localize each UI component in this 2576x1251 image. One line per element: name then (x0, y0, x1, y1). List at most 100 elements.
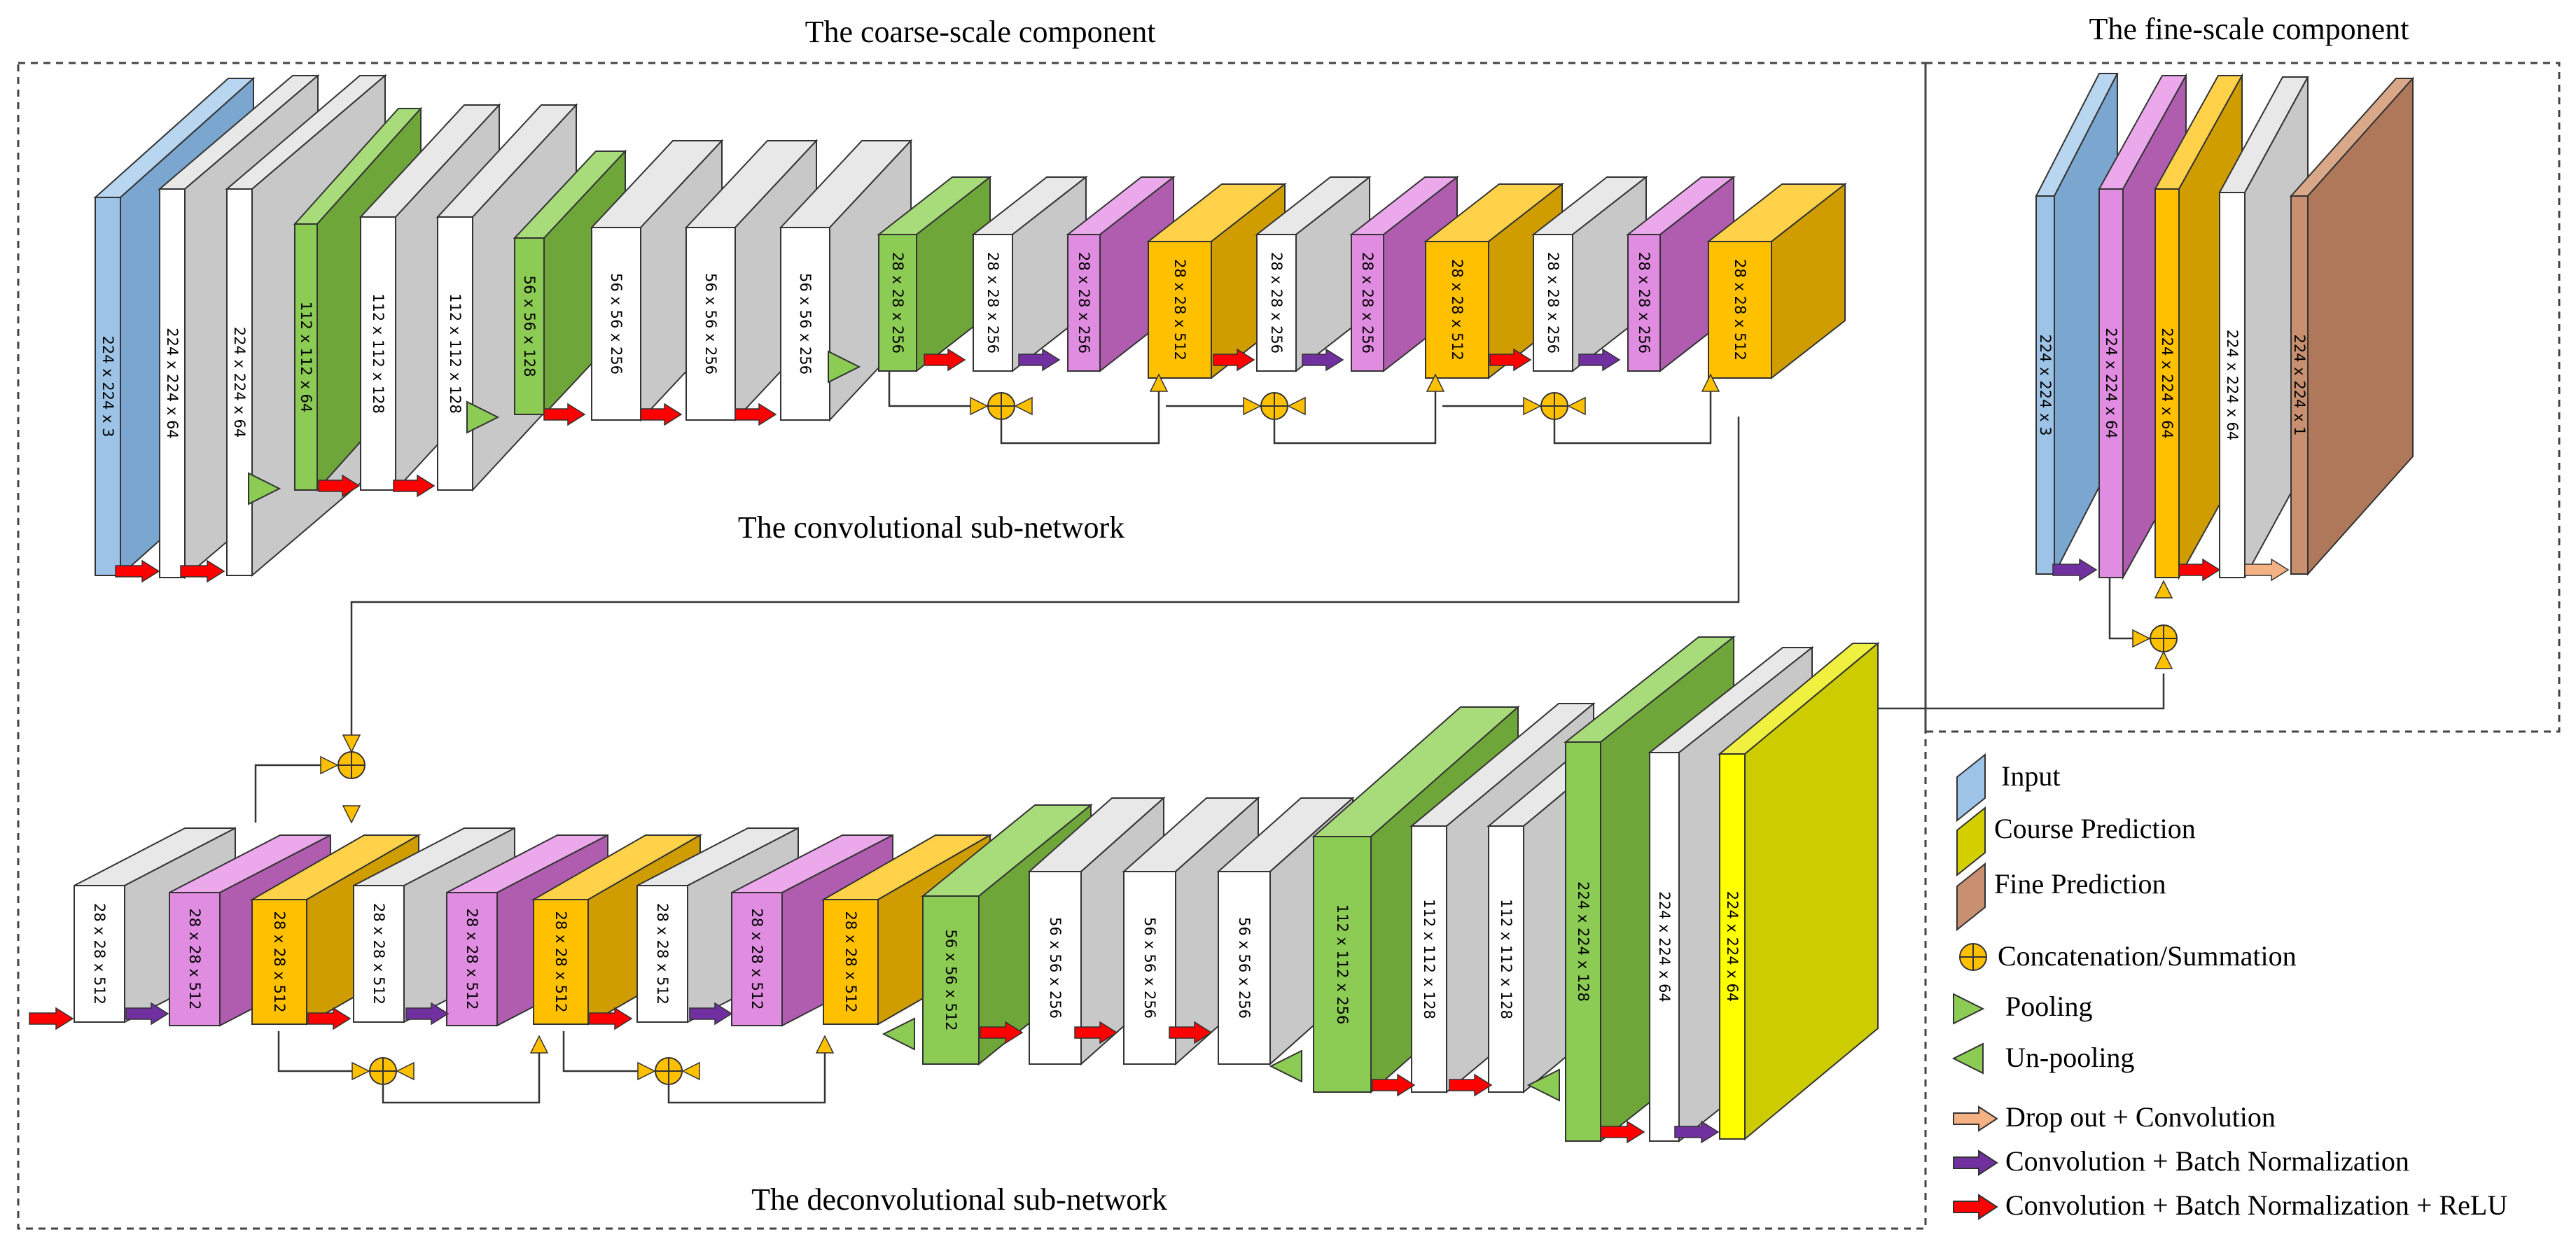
conv-layer-12-label: 28 x 28 x 256 (984, 252, 1001, 354)
conv-layer-16-label: 28 x 28 x 256 (1359, 252, 1376, 354)
deconv-layer-7-label: 28 x 28 x 512 (654, 903, 671, 1005)
deconv-layer-1-label: 28 x 28 x 512 (91, 903, 108, 1005)
arrow-deconv-relu-8 (1600, 1120, 1645, 1144)
arrow-deconv-relu-5 (1169, 1021, 1213, 1044)
deconv-subnetwork-title: The deconvolutional sub-network (751, 1182, 1167, 1217)
operation-markers (29, 348, 2290, 1144)
arrow-bn-1 (1018, 348, 1061, 372)
conv-layer-10: 56 x 56 x 256 (779, 139, 913, 422)
fine-layer-4-label: 224 x 224 x 64 (2224, 330, 2241, 440)
legend-conv-bn-arrow-icon (1953, 1149, 1998, 1176)
legend-course-prediction-swatch (1956, 806, 1986, 877)
arrow-deconv-relu-2 (589, 1007, 633, 1030)
arrow-deconv-relu-7 (1449, 1073, 1493, 1097)
legend-unpooling-icon (1951, 1042, 1984, 1075)
conv-layer-4-label: 112 x 112 x 64 (298, 302, 314, 412)
conv-sum-node-2 (1260, 392, 1288, 420)
legend-conv-bn-relu-arrow-icon (1953, 1194, 1998, 1220)
fine-layer-5: 224 x 224 x 1 (2289, 76, 2415, 576)
arrow-relu-1 (115, 559, 160, 583)
legend-concat-label: Concatenation/Summation (1998, 940, 2297, 972)
deconv-layer-17-label: 224 x 224 x 128 (1575, 881, 1592, 1002)
arrow-relu-7 (734, 403, 777, 426)
legend: Input Course Prediction Fine Prediction … (1951, 753, 2507, 1221)
coarse-deconv-layers: 28 x 28 x 512 28 x 28 x 512 28 x 28 x 512 2… (74, 635, 1880, 1143)
legend-dropout-arrow-icon (1953, 1105, 1998, 1132)
deconv-sum-in-left-1 (351, 1061, 370, 1081)
deconv-entry-out (342, 805, 361, 824)
conv-sum-in-left-2 (1243, 396, 1262, 416)
conv-skip-up-3 (1701, 373, 1720, 392)
fine-sum-out (2154, 580, 2173, 599)
unpooling-2 (1269, 1049, 1302, 1083)
conv-layer-19-label: 28 x 28 x 256 (1636, 252, 1652, 354)
conv-layer-15-label: 28 x 28 x 256 (1268, 252, 1285, 354)
conv-layer-5-label: 112 x 112 x 128 (370, 293, 387, 414)
fine-sum-in-left (2132, 629, 2151, 648)
legend-fine-prediction-swatch (1956, 862, 1986, 932)
conv-layer-15: 28 x 28 x 256 (1255, 175, 1372, 373)
fine-sum-node (2150, 624, 2178, 652)
legend-pooling-label: Pooling (2005, 991, 2092, 1022)
deconv-sum-in-left-2 (637, 1061, 656, 1081)
arrow-relu-3 (318, 474, 361, 498)
deconv-layer-11-label: 56 x 56 x 256 (1047, 917, 1064, 1019)
deconv-entry-sum-node (337, 751, 365, 779)
skip-connections (254, 361, 2165, 1104)
deconv-skip-up-1 (529, 1035, 549, 1054)
conv-layer-11-label: 28 x 28 x 256 (889, 252, 906, 354)
arrow-fine-relu (2178, 558, 2221, 582)
unpooling-3 (1526, 1068, 1560, 1102)
arrow-relu-2 (180, 559, 225, 583)
arrow-deconv-relu-3 (980, 1021, 1024, 1044)
conv-layer-1-label: 224 x 224 x 3 (99, 335, 116, 437)
arrow-relu-9 (1213, 348, 1255, 372)
fine-layer-3-label: 224 x 224 x 64 (2159, 328, 2175, 438)
deconv-sum-in-right-2 (681, 1061, 700, 1081)
arrow-deconv-input (29, 1007, 74, 1030)
deconv-sum-node-2 (655, 1057, 683, 1085)
fine-sum-in-bottom (2154, 650, 2173, 669)
arrow-bn-2 (1302, 348, 1344, 372)
conv-subnetwork-title: The convolutional sub-network (738, 510, 1125, 545)
conv-layer-18-label: 28 x 28 x 256 (1545, 252, 1561, 354)
arrow-relu-4 (393, 474, 436, 498)
fine-layer-2-label: 224 x 224 x 64 (2103, 328, 2119, 438)
arrow-deconv-relu-1 (307, 1007, 351, 1030)
deconv-sum-in-right-1 (396, 1061, 415, 1081)
conv-skip-up-1 (1149, 373, 1169, 392)
conv-sum-in-left-1 (970, 396, 989, 416)
fine-layers: 224 x 224 x 3 224 x 224 x 64 224 x 224 x 6… (2035, 73, 2415, 580)
legend-course-prediction-label: Course Prediction (1994, 813, 2196, 844)
legend-fine-prediction-label: Fine Prediction (1994, 868, 2166, 900)
deconv-layer-16-label: 112 x 112 x 128 (1498, 899, 1515, 1019)
legend-concat-icon (1959, 943, 1987, 971)
legend-pooling-icon (1953, 993, 1985, 1025)
conv-layer-20: 28 x 28 x 512 (1706, 182, 1847, 380)
arrow-relu-5 (543, 403, 586, 426)
fine-layer-5-label: 224 x 224 x 1 (2291, 334, 2308, 435)
legend-conv-bn-relu-label: Convolution + Batch Normalization + ReLU (2005, 1189, 2507, 1221)
deconv-layer-6-label: 28 x 28 x 512 (552, 911, 569, 1012)
legend-unpooling-label: Un-pooling (2005, 1042, 2134, 1073)
arrow-relu-10 (1489, 348, 1532, 372)
conv-layer-3-label: 224 x 224 x 64 (231, 327, 248, 438)
deconv-layer-13-label: 56 x 56 x 256 (1236, 917, 1253, 1019)
deconv-layer-2-label: 28 x 28 x 512 (186, 908, 203, 1009)
fine-layer-1-label: 224 x 224 x 3 (2037, 334, 2054, 435)
conv-sum-in-right-2 (1287, 396, 1306, 416)
arrow-deconv-relu-4 (1074, 1021, 1118, 1044)
deconv-layer-4-label: 28 x 28 x 512 (370, 903, 387, 1005)
coarse-title: The coarse-scale component (805, 15, 1156, 49)
deconv-layer-10-label: 56 x 56 x 512 (942, 929, 959, 1030)
coarse-border (17, 62, 1927, 1230)
legend-conv-bn-label: Convolution + Batch Normalization (2005, 1145, 2409, 1177)
arrow-deconv-bn-3 (689, 1002, 733, 1026)
deconv-sum-node-1 (369, 1057, 397, 1085)
pooling-3 (828, 350, 861, 384)
conv-sum-in-left-3 (1523, 396, 1542, 416)
conv-layer-8-label: 56 x 56 x 256 (608, 273, 625, 375)
deconv-skip-up-2 (815, 1035, 835, 1054)
